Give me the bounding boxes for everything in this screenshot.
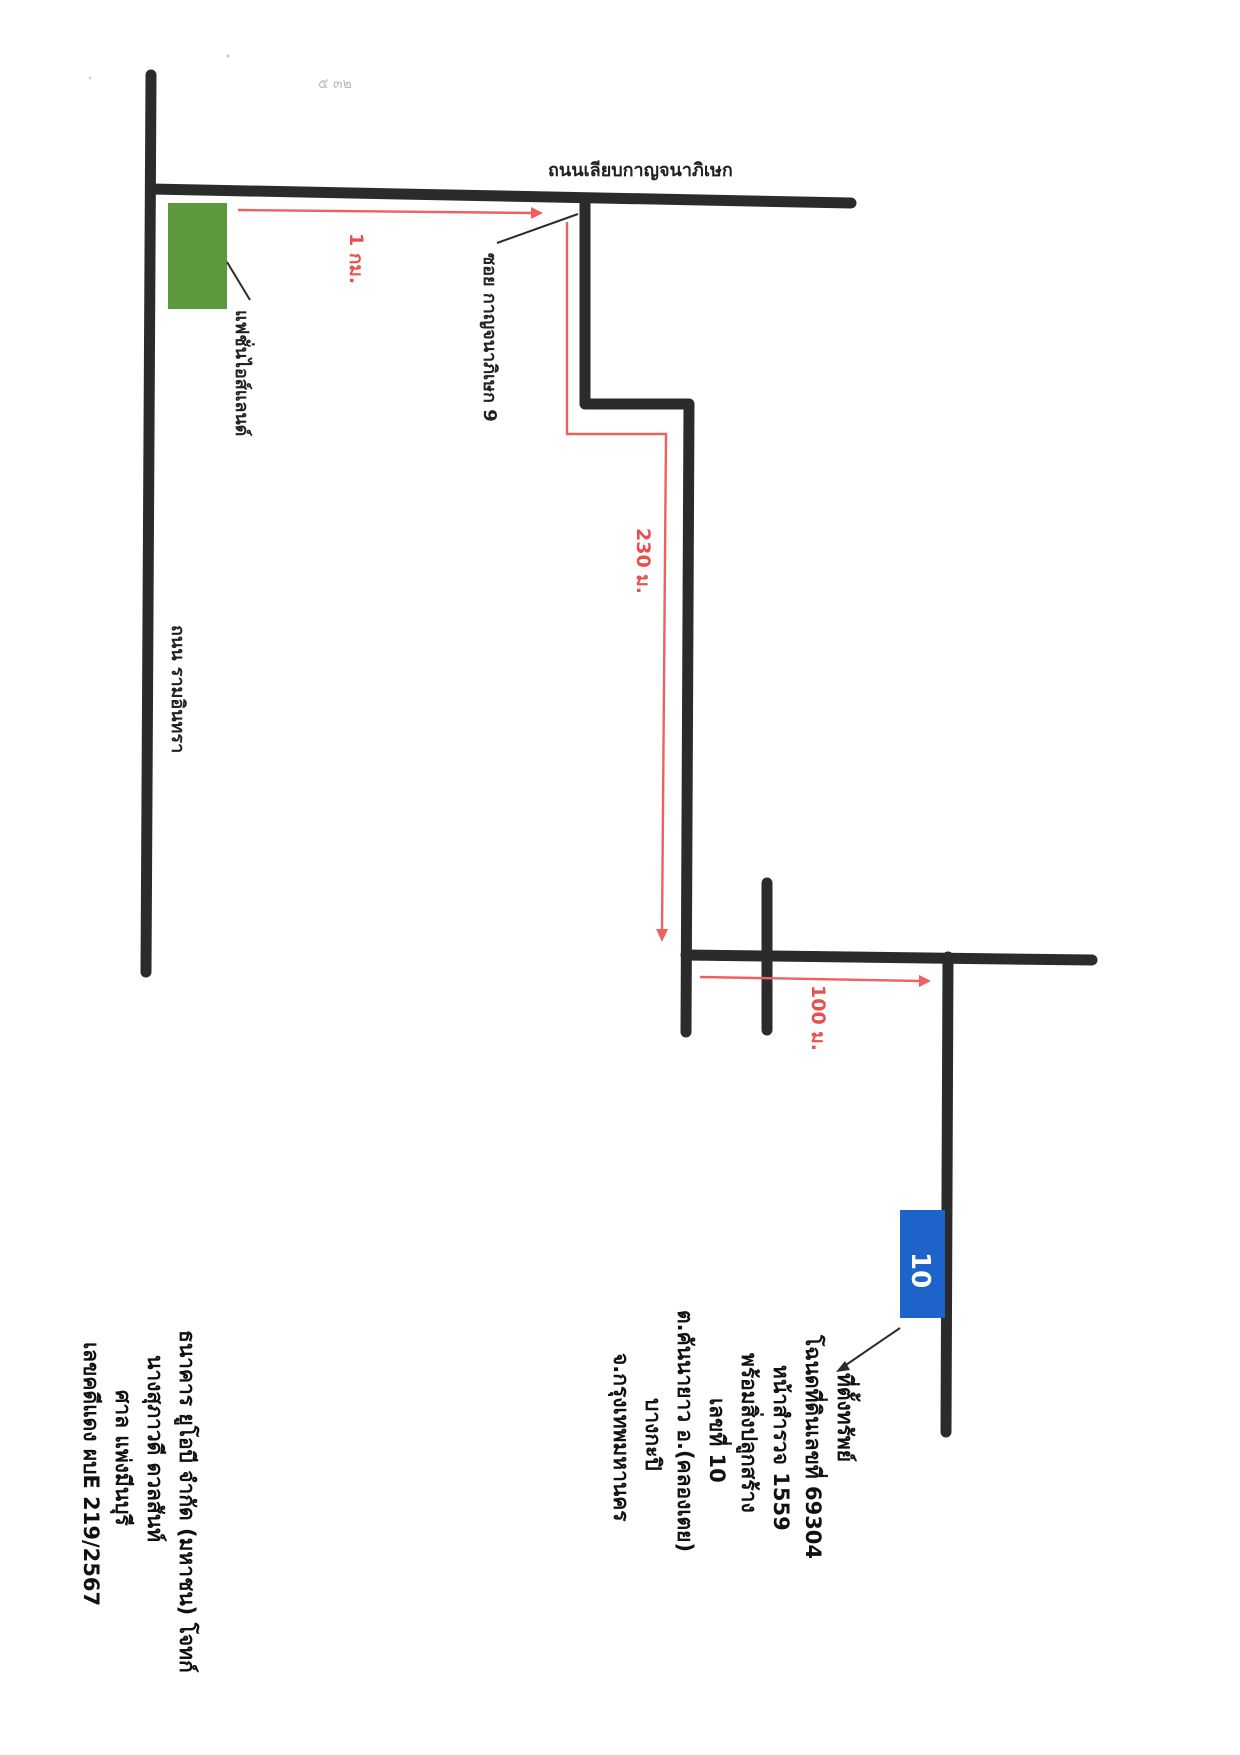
property-info-line: พร้อมสิ่งปลูกสร้าง: [735, 1353, 765, 1513]
route-leg-2: [565, 222, 668, 934]
property-info-line: เลขที่ 10: [705, 1398, 733, 1483]
road-soi-kanchanaphisek-9: [579, 197, 695, 1038]
property-info-block: ที่ตั้งทรัพย์ โฉนดที่ดินเลขที่ 69304 หน้…: [607, 1310, 861, 1559]
soi-leader-line: [496, 213, 579, 244]
road-label-ramintra: ถนน รามอินทรา: [167, 625, 188, 753]
property-marker: [900, 1210, 945, 1318]
scan-dot: [226, 54, 230, 58]
property-info-line: ต.คันนายาว อ.(คลองเตย): [673, 1310, 697, 1552]
road-label-kanchanaphisek: ถนนเลียบกาญจนาภิเษก: [548, 160, 733, 181]
case-info-block: ธนาคาร ยูโอบี จำกัด (มหาชน) โจทก์ นางสุภ…: [79, 1330, 200, 1673]
landmark-leader-line: [226, 261, 251, 301]
property-arrowhead: [836, 1361, 850, 1372]
road-label-soi: ซอย กาญจนาภิเษก 9: [479, 253, 500, 422]
road-property-lane: [940, 951, 954, 1438]
property-marker-label: 10: [905, 1252, 935, 1288]
property-info-line: ที่ตั้งทรัพย์: [833, 1373, 861, 1462]
property-info-line: หน้าสำรวจ 1559: [769, 1365, 793, 1531]
property-info-line: บางกะปิ: [641, 1398, 665, 1471]
landmark-label: แฟชั่นไอส์แลนด์: [231, 310, 255, 436]
case-info-line: ธนาคาร ยูโอบี จำกัด (มหาชน) โจทก์: [173, 1330, 200, 1673]
route-arrowhead-1: [531, 207, 543, 219]
route-leg-3: [699, 975, 924, 983]
property-arrow-line: [842, 1327, 901, 1368]
route-leg-1: [237, 208, 534, 215]
road-kanchanaphisek: [145, 183, 857, 209]
distance-label-100m: 100 ม.: [807, 985, 829, 1051]
property-info-line: จ.กรุงเทพมหานคร: [607, 1353, 633, 1522]
distance-label-230m: 230 ม.: [632, 528, 654, 594]
landmark-block: [168, 203, 227, 309]
route-arrowhead-2: [656, 929, 668, 942]
scan-dot: [88, 76, 92, 80]
route-arrowhead-3: [919, 975, 931, 987]
distance-label-1km: 1 กม.: [345, 233, 367, 284]
scan-mark: ๕ ๓๒: [318, 76, 352, 92]
property-info-line: โฉนดที่ดินเลขที่ 69304: [801, 1334, 829, 1559]
road-cross-street: [680, 949, 1098, 966]
case-info-line: ศาล แพ่งมีนบุรี: [109, 1390, 135, 1526]
road-ramintra: [140, 69, 157, 978]
case-info-line: นางสุภาวดี ดวลสันท์: [141, 1355, 167, 1542]
case-info-line: เลขคดีแดง ผบE 219/2567: [79, 1342, 103, 1606]
